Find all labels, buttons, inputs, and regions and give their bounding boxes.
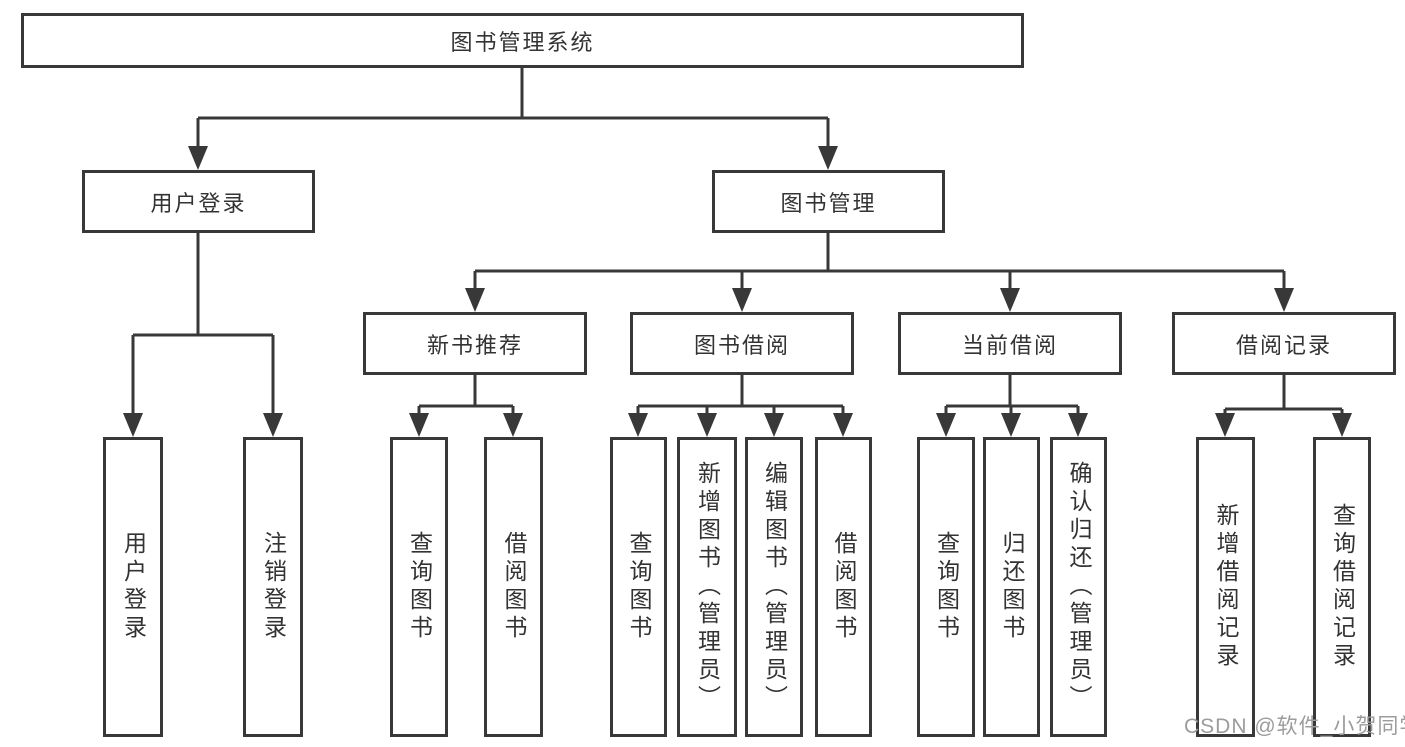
arrowheads-book-borrow-children xyxy=(628,413,853,437)
leaf-query-books-borrow-label: 查询图书 xyxy=(626,531,652,643)
leaf-query-books-current: 查询图书 xyxy=(917,437,975,737)
connector-book-mgmt-children xyxy=(473,233,1286,290)
connector-borrow-records-children xyxy=(1223,375,1344,414)
leaf-edit-books-admin-label: 编辑图书（管理员） xyxy=(761,461,788,713)
leaf-logout-label: 注销登录 xyxy=(260,531,287,643)
leaf-borrow-books-recommend: 借阅图书 xyxy=(484,437,543,737)
leaf-query-borrow-record-label: 查询借阅记录 xyxy=(1329,503,1356,671)
node-current-borrow: 当前借阅 xyxy=(898,312,1122,375)
leaf-user-login: 用户登录 xyxy=(103,437,163,737)
node-borrow-records: 借阅记录 xyxy=(1172,312,1396,375)
leaf-query-borrow-record: 查询借阅记录 xyxy=(1313,437,1371,737)
arrowheads-level3 xyxy=(465,288,1294,312)
leaf-add-borrow-record: 新增借阅记录 xyxy=(1196,437,1255,737)
leaf-confirm-return-admin-label: 确认归还（管理员） xyxy=(1066,461,1092,713)
connector-root-to-level2 xyxy=(196,68,830,147)
leaf-borrow-books-recommend-label: 借阅图书 xyxy=(501,531,527,643)
arrowheads-current-borrow-children xyxy=(936,413,1088,437)
connector-new-book-children xyxy=(417,375,515,414)
leaf-return-books-label: 归还图书 xyxy=(999,531,1025,643)
node-book-management: 图书管理 xyxy=(712,170,945,233)
leaf-query-books-borrow: 查询图书 xyxy=(610,437,667,737)
leaf-add-books-admin: 新增图书（管理员） xyxy=(677,437,737,737)
connector-book-borrow-children xyxy=(636,375,845,414)
node-new-book-recommend: 新书推荐 xyxy=(363,312,587,375)
leaf-query-books-recommend-label: 查询图书 xyxy=(406,531,433,643)
leaf-edit-books-admin: 编辑图书（管理员） xyxy=(745,437,803,737)
leaf-add-books-admin-label: 新增图书（管理员） xyxy=(694,461,721,713)
node-user-login: 用户登录 xyxy=(82,170,315,233)
node-book-borrow: 图书借阅 xyxy=(630,312,854,375)
connector-current-borrow-children xyxy=(944,375,1080,414)
leaf-borrow-books-label: 借阅图书 xyxy=(831,531,857,643)
arrowheads-new-book-children xyxy=(409,413,523,437)
leaf-confirm-return-admin: 确认归还（管理员） xyxy=(1050,437,1107,737)
leaf-query-books-current-label: 查询图书 xyxy=(933,531,960,643)
node-root-system: 图书管理系统 xyxy=(21,13,1024,68)
leaf-return-books: 归还图书 xyxy=(983,437,1040,737)
leaf-user-login-label: 用户登录 xyxy=(120,531,147,643)
arrowheads-borrow-records-children xyxy=(1215,413,1352,437)
arrowheads-level2 xyxy=(188,146,838,170)
csdn-watermark: CSDN @软件_小贺同学 xyxy=(1184,715,1405,738)
leaf-add-borrow-record-label: 新增借阅记录 xyxy=(1213,503,1239,671)
leaf-borrow-books: 借阅图书 xyxy=(815,437,872,737)
arrowheads-user-login-children xyxy=(123,413,283,437)
leaf-logout: 注销登录 xyxy=(243,437,303,737)
leaf-query-books-recommend: 查询图书 xyxy=(390,437,448,737)
connector-user-login-children xyxy=(131,233,275,414)
